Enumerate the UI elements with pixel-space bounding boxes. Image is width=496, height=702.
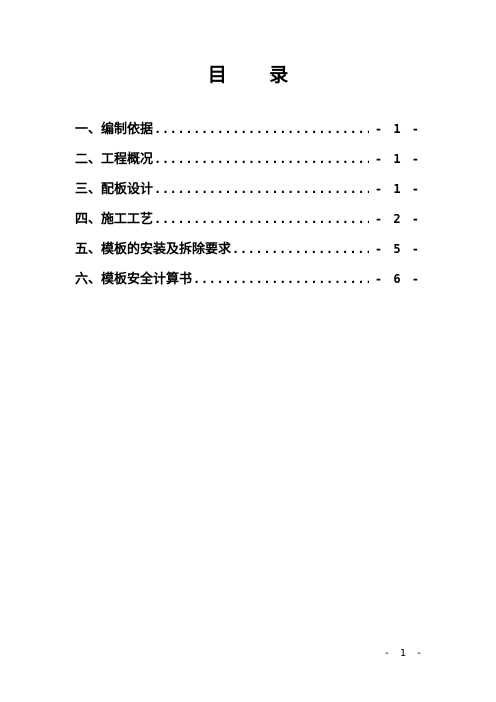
toc-entry-5[interactable]: 五、模板的安装及拆除要求 - 5 - xyxy=(75,238,421,268)
toc-dot-leader xyxy=(154,122,369,136)
toc-entry-4[interactable]: 四、施工工艺 - 2 - xyxy=(75,208,421,238)
toc-entry-page: - 5 - xyxy=(374,242,421,256)
toc-entry-label: 二、工程概况 xyxy=(75,152,154,167)
toc-entry-page: - 1 - xyxy=(374,182,421,196)
toc-entry-2[interactable]: 二、工程概况 - 1 - xyxy=(75,148,421,178)
toc-entry-label: 三、配板设计 xyxy=(75,182,154,197)
page-number: - 1 - xyxy=(383,648,424,659)
toc-entry-label: 六、模板安全计算书 xyxy=(75,272,193,287)
page-title: 目 录 xyxy=(207,64,307,86)
toc-entry-1[interactable]: 一、编制依据 - 1 - xyxy=(75,118,421,148)
toc-entry-label: 四、施工工艺 xyxy=(75,212,154,227)
toc-dot-leader xyxy=(154,212,369,226)
toc-entry-6[interactable]: 六、模板安全计算书 - 6 - xyxy=(75,268,421,298)
table-of-contents: 一、编制依据 - 1 - 二、工程概况 - 1 - 三、配板设计 - 1 - 四… xyxy=(75,118,421,298)
toc-entry-label: 一、编制依据 xyxy=(75,122,154,137)
toc-entry-page: - 1 - xyxy=(374,152,421,166)
toc-dot-leader xyxy=(232,242,369,256)
toc-dot-leader xyxy=(193,272,369,286)
toc-dot-leader xyxy=(154,182,369,196)
toc-entry-3[interactable]: 三、配板设计 - 1 - xyxy=(75,178,421,208)
toc-entry-page: - 6 - xyxy=(374,272,421,286)
toc-entry-page: - 2 - xyxy=(374,212,421,226)
toc-entry-label: 五、模板的安装及拆除要求 xyxy=(75,242,232,257)
toc-dot-leader xyxy=(154,152,369,166)
toc-entry-page: - 1 - xyxy=(374,122,421,136)
